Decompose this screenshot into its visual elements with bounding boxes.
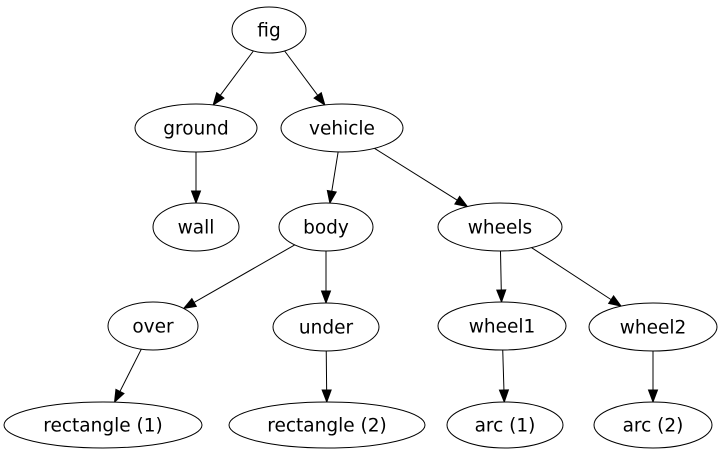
- node-rect1: rectangle (1): [3, 401, 203, 449]
- edge-fig-ground: [212, 50, 254, 107]
- node-label: wall: [178, 218, 215, 239]
- edge-vehicle-body: [326, 151, 339, 205]
- node-wall: wall: [152, 202, 240, 252]
- arrowhead-icon: [182, 297, 198, 310]
- node-label: rectangle (1): [43, 416, 162, 437]
- node-vehicle: vehicle: [280, 103, 404, 153]
- node-ellipse: [228, 401, 426, 449]
- arrowhead-icon: [498, 389, 510, 404]
- edge-line: [502, 349, 505, 391]
- node-label: under: [299, 318, 354, 339]
- edge-body-under: [320, 251, 332, 305]
- node-ellipse: [280, 103, 404, 153]
- node-label: vehicle: [309, 119, 375, 140]
- node-ellipse: [3, 401, 203, 449]
- node-ellipse: [231, 6, 307, 54]
- node-ellipse: [272, 302, 380, 352]
- node-label: rectangle (2): [267, 416, 386, 437]
- edge-under-rect2: [321, 350, 332, 404]
- node-label: wheel1: [469, 317, 536, 338]
- node-ground: ground: [134, 103, 258, 153]
- arrowhead-icon: [313, 91, 326, 107]
- node-label: wheels: [468, 218, 532, 239]
- node-ellipse: [437, 202, 563, 252]
- node-ellipse: [107, 301, 199, 351]
- node-ellipse: [446, 401, 564, 449]
- node-over: over: [107, 301, 199, 351]
- node-label: arc (1): [475, 416, 536, 437]
- node-arc1: arc (1): [446, 401, 564, 449]
- node-label: body: [303, 218, 349, 239]
- node-arc2: arc (2): [593, 401, 713, 449]
- arrowhead-icon: [454, 195, 469, 208]
- edge-ground-wall: [190, 152, 202, 205]
- arrowhead-icon: [607, 294, 623, 307]
- edge-body-over: [182, 244, 295, 310]
- edge-wheels-wheel2: [531, 247, 623, 307]
- arrowhead-icon: [190, 190, 202, 205]
- edge-fig-vehicle: [284, 50, 326, 107]
- node-ellipse: [152, 202, 240, 252]
- arrowhead-icon: [212, 91, 225, 107]
- edge-line: [531, 247, 612, 301]
- arrowhead-icon: [496, 289, 507, 304]
- arrowhead-icon: [321, 389, 332, 404]
- node-label: ground: [163, 119, 228, 140]
- edge-vehicle-wheels: [374, 147, 469, 208]
- node-label: fig: [257, 21, 280, 42]
- node-ellipse: [437, 301, 567, 351]
- edge-line: [219, 50, 254, 96]
- node-wheels: wheels: [437, 202, 563, 252]
- edge-line: [193, 244, 295, 303]
- node-ellipse: [588, 302, 718, 352]
- node-label: arc (2): [623, 416, 684, 437]
- edge-line: [331, 151, 339, 192]
- edge-wheels-wheel1: [496, 250, 507, 304]
- node-wheel1: wheel1: [437, 301, 567, 351]
- edge-line: [374, 147, 458, 201]
- node-label: over: [132, 317, 174, 338]
- node-rect2: rectangle (2): [228, 401, 426, 449]
- edge-over-rect1: [113, 348, 142, 404]
- node-ellipse: [134, 103, 258, 153]
- edge-line: [119, 348, 142, 392]
- node-wheel2: wheel2: [588, 302, 718, 352]
- edge-line: [284, 50, 319, 96]
- arrowhead-icon: [647, 389, 659, 404]
- edge-wheel2-arc2: [647, 351, 659, 404]
- edge-wheel1-arc1: [498, 349, 510, 404]
- node-label: wheel2: [620, 318, 687, 339]
- arrowhead-icon: [113, 388, 125, 404]
- edge-line: [499, 250, 502, 291]
- arrowhead-icon: [326, 189, 338, 205]
- node-ellipse: [278, 202, 374, 252]
- node-fig: fig: [231, 6, 307, 54]
- arrowhead-icon: [320, 290, 332, 305]
- node-body: body: [278, 202, 374, 252]
- node-ellipse: [593, 401, 713, 449]
- node-under: under: [272, 302, 380, 352]
